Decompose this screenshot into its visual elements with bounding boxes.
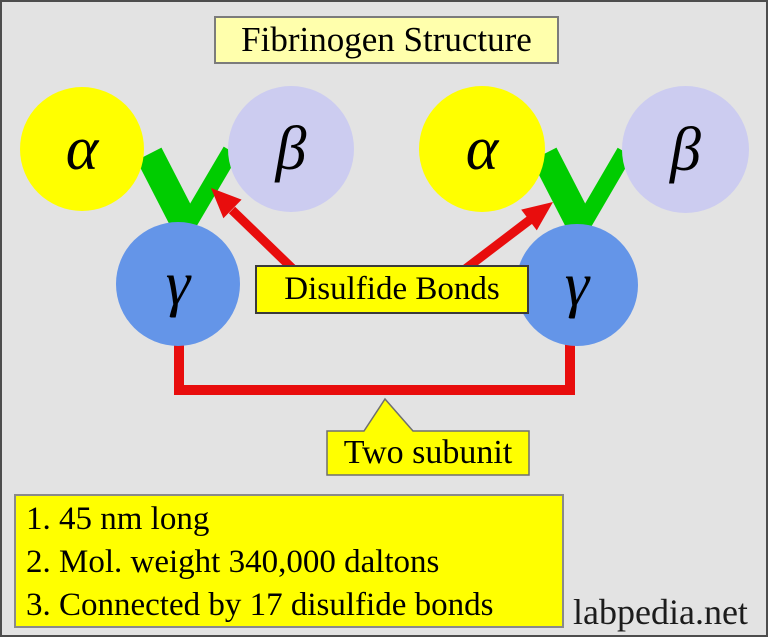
facts-box: 1. 45 nm long 2. Mol. weight 340,000 dal… [14, 494, 564, 628]
fact-line-1: 1. 45 nm long [26, 501, 210, 537]
title-box: Fibrinogen Structure [214, 16, 559, 64]
gamma-chain-circle-right: γ [516, 224, 638, 346]
alpha-chain-circle-right: α [419, 86, 545, 212]
disulfide-arrow-left-head [211, 188, 242, 219]
disulfide-bond-shape-left-a [136, 147, 199, 233]
two-subunit-label: Two subunit [343, 434, 513, 471]
watermark-text: labpedia.net [573, 592, 748, 632]
disulfide-arrow-left-shaft [228, 206, 298, 274]
fact-line-3: 3. Connected by 17 disulfide bonds [26, 587, 494, 623]
alpha-chain-label-left: α [65, 115, 99, 183]
disulfide-arrow-right-head [521, 202, 553, 231]
disulfide-bonds-label-box: Disulfide Bonds [255, 265, 529, 314]
alpha-chain-circle-left: α [20, 87, 144, 211]
alpha-chain-label-right: α [465, 115, 499, 183]
disulfide-bonds-label: Disulfide Bonds [284, 271, 500, 307]
gamma-chain-label-right: γ [564, 251, 590, 319]
gamma-chain-circle-left: γ [116, 222, 240, 346]
two-subunit-bracket [174, 336, 575, 395]
beta-chain-circle-left: β [228, 86, 354, 212]
fact-line-2: 2. Mol. weight 340,000 daltons [26, 544, 440, 580]
beta-chain-circle-right: β [622, 86, 749, 213]
disulfide-bond-shape-left-b [180, 146, 239, 229]
gamma-chain-label-left: γ [165, 250, 191, 318]
two-subunit-label-box: Two subunit [327, 431, 529, 475]
beta-chain-label-left: β [275, 115, 307, 183]
disulfide-bond-shape-right-b [575, 147, 633, 229]
disulfide-bond-shape-right-a [531, 147, 594, 233]
beta-chain-label-right: β [670, 115, 701, 184]
page-title: Fibrinogen Structure [241, 20, 532, 59]
